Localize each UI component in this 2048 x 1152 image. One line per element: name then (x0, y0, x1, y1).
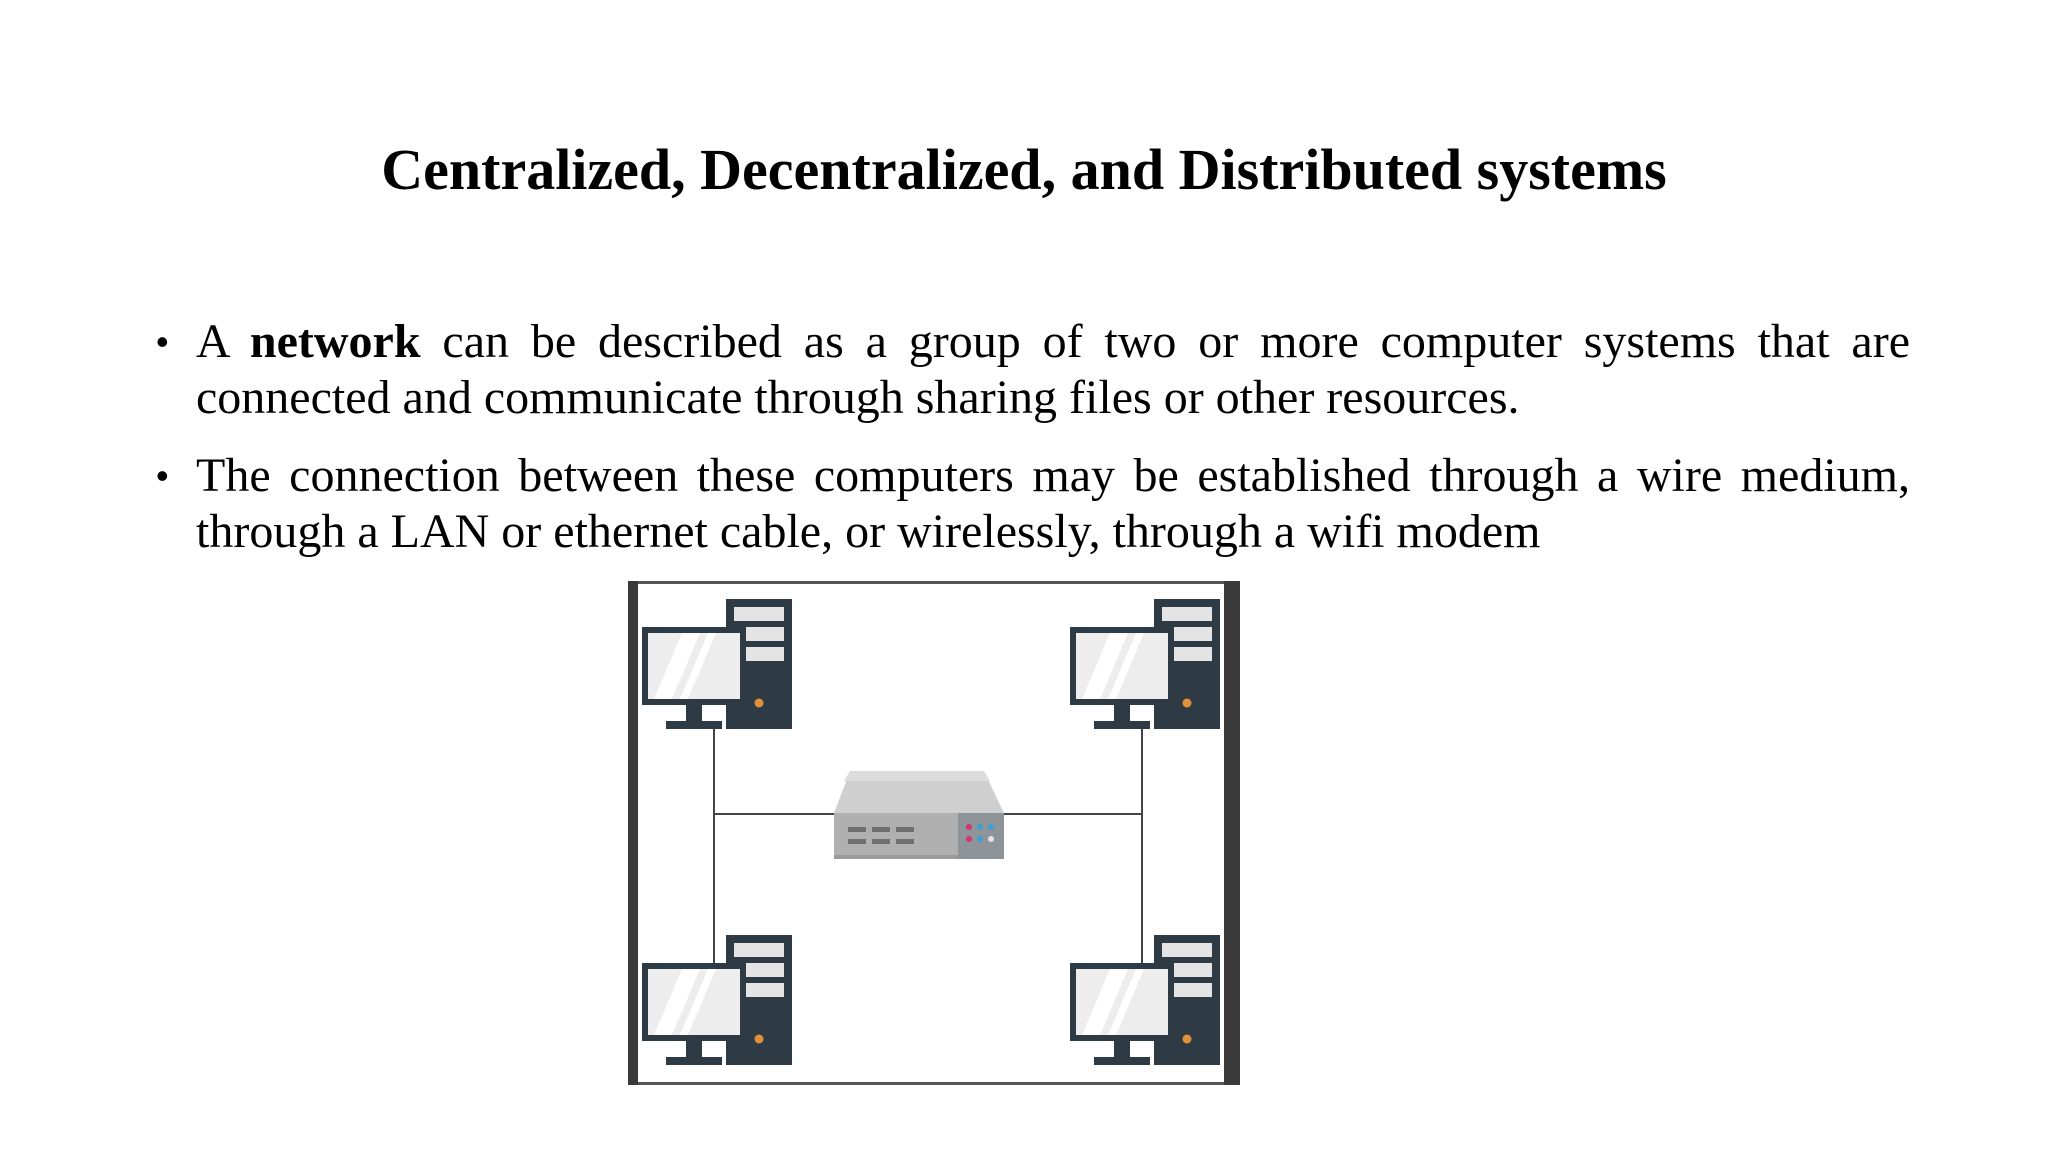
bullet-text: A network can be described as a group of… (196, 315, 1910, 424)
bullet-icon: • (156, 455, 169, 496)
bullet-bold-term: network (249, 315, 421, 368)
network-diagram (628, 581, 1240, 1085)
bullet-text: The connection between these computers m… (196, 449, 1910, 558)
bullet-text-prefix: A (196, 315, 250, 368)
network-switch-icon (834, 771, 1004, 859)
bullet-item: • A network can be described as a group … (156, 314, 1910, 426)
bullet-text-suffix: can be described as a group of two or mo… (196, 315, 1911, 424)
bullet-list: • A network can be described as a group … (156, 314, 1910, 582)
slide-title: Centralized, Decentralized, and Distribu… (381, 137, 1667, 202)
bullet-icon: • (156, 321, 169, 362)
network-diagram-image (628, 581, 1240, 1085)
bullet-item: • The connection between these computers… (156, 448, 1910, 560)
